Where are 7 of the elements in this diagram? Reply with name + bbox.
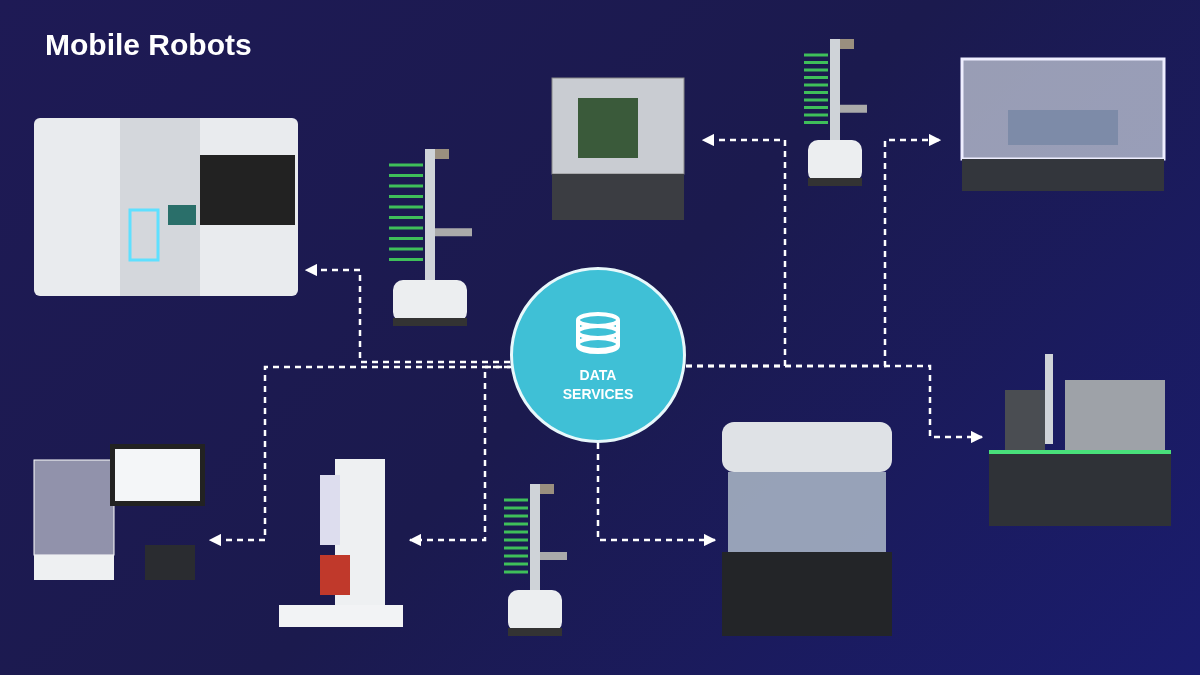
dashed-arrow (304, 263, 510, 364)
diagram-title: Mobile Robots (45, 28, 252, 62)
dashed-arrow (208, 365, 510, 547)
dashed-arrow (686, 364, 984, 444)
hub-label: DATA SERVICES (561, 366, 635, 404)
dashed-arrow (596, 443, 717, 547)
dashed-arrow (408, 365, 513, 547)
